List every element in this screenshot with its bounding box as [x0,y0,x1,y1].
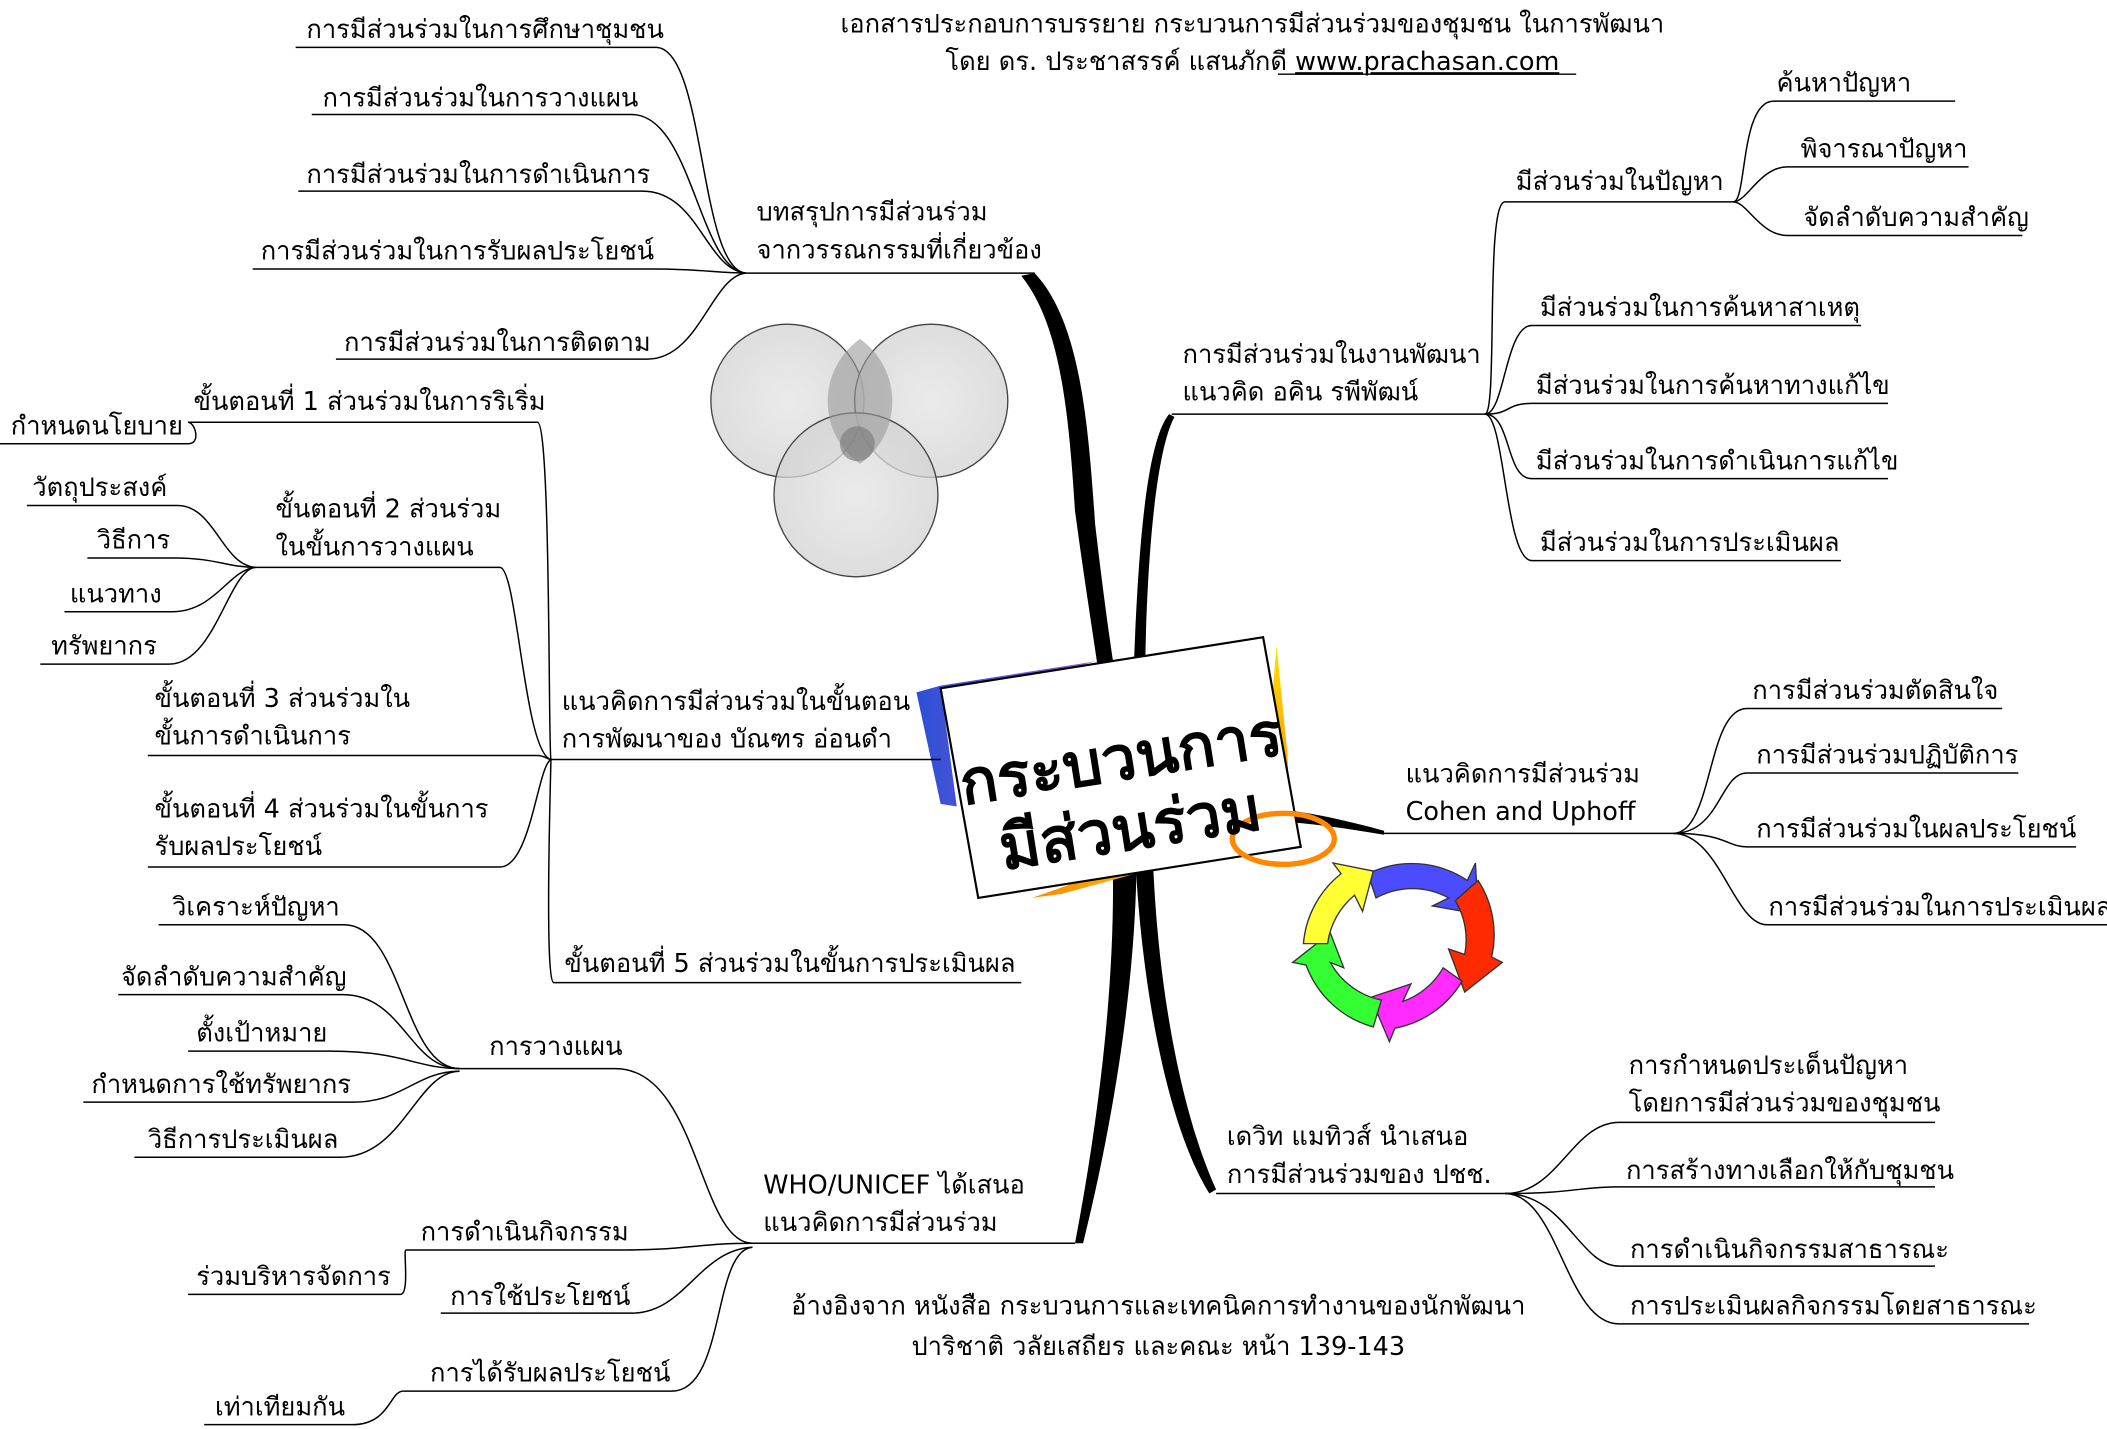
buntoon-step4-line2: รับผลประโยชน์ [155,832,323,862]
trunk-bottom [1075,806,1137,1244]
venn-center-overlap [839,426,875,462]
summary-item: การมีส่วนร่วมในการรับผลประโยชน์ [261,237,655,267]
mathews-title-line2: การมีส่วนร่วมของ ปชช. [1227,1160,1492,1190]
buntoon-step2-sub: แนวทาง [70,579,162,609]
buntoon-step2-sub: ทรัพยากร [51,632,157,662]
buntoon-step4-line1: ขั้นตอนที่ 4 ส่วนร่วมในขั้นการ [155,790,489,824]
who-planning-sub: วิธีการประเมินผล [147,1125,338,1155]
summary-item: การมีส่วนร่วมในการวางแผน [323,83,639,113]
trunk-right-upper [1132,414,1175,706]
summary-title-line1: บทสรุปการมีส่วนร่วม [757,198,988,228]
buntoon-branch: แนวคิดการมีส่วนร่วมในขั้นตอน การพัฒนาของ… [0,383,1022,984]
buntoon-step2-sub: วัตถุประสงค์ [32,473,167,503]
who-operation: การดำเนินกิจกรรม [421,1218,629,1248]
mathews-item: การดำเนินกิจกรรมสาธารณะ [1630,1235,1949,1265]
cohen-branch: แนวคิดการมีส่วนร่วม Cohen and Uphoff การ… [1384,676,2107,926]
buntoon-step2-sub: วิธีการ [96,526,170,556]
summary-item: การมีส่วนร่วมในการศึกษาชุมชน [306,15,664,45]
cycle-arrow-green [1291,931,1383,1028]
mathews-item: การสร้างทางเลือกให้กับชุมชน [1626,1156,1954,1186]
who-planning-sub: ตั้งเป้าหมาย [196,1015,327,1049]
akin-title-line1: การมีส่วนร่วมในงานพัฒนา [1183,340,1481,370]
buntoon-step1-sub: กำหนดนโยบาย [11,411,183,441]
three-circle-venn-icon [710,323,1009,578]
akin-item: มีส่วนร่วมในการค้นหาทางแก้ไข [1536,371,1890,401]
who-planning-sub: กำหนดการใช้ทรัพยากร [91,1070,351,1100]
trunk-right-lower [1135,860,1217,1194]
buntoon-step5: ขั้นตอนที่ 5 ส่วนร่วมในขั้นการประเมินผล [564,945,1015,979]
who-planning-sub: วิเคราะห์ปัญหา [171,892,339,922]
center-node: กระบวนการ มีส่วนร่วม [916,636,1338,900]
cycle-arrow-magenta [1369,966,1463,1044]
who-planning-sub: จัดลำดับความสำคัญ [121,962,347,992]
who-operation-sub: ร่วมบริหารจัดการ [196,1262,391,1292]
cohen-item: การมีส่วนร่วมตัดสินใจ [1752,676,1998,706]
akin-item: มีส่วนร่วมในการดำเนินการแก้ไข [1536,446,1899,476]
buntoon-step1: ขั้นตอนที่ 1 ส่วนร่วมในการริเริ่ม [194,383,546,417]
cohen-title-line1: แนวคิดการมีส่วนร่วม [1406,759,1640,789]
who-branch: WHO/UNICEF ได้เสนอ แนวคิดการมีส่วนร่วม ก… [83,892,1075,1426]
trunk-top [1021,273,1129,753]
who-planning: การวางแผน [489,1032,622,1062]
mathews-item: การประเมินผลกิจกรรมโดยสาธารณะ [1630,1291,2037,1321]
who-benefit-sub: เท่าเทียมกัน [215,1392,345,1422]
mathews-item1-line2: โดยการมีส่วนร่วมของชุมชน [1629,1089,1941,1119]
summary-item: การมีส่วนร่วมในการดำเนินการ [306,160,650,190]
akin-problem-sub: จัดลำดับความสำคัญ [1803,203,2029,233]
buntoon-step2-line1: ขั้นตอนที่ 2 ส่วนร่วม [275,491,501,525]
who-use: การใช้ประโยชน์ [450,1282,631,1312]
center-orange-ring [1229,810,1338,868]
who-title-line1: WHO/UNICEF ได้เสนอ [763,1171,1025,1201]
buntoon-step3-line2: ขั้นการดำเนินการ [155,718,351,752]
cohen-item: การมีส่วนร่วมในผลประโยชน์ [1756,814,2076,844]
buntoon-step2-line2: ในขั้นการวางแผน [275,528,473,562]
buntoon-title-line1: แนวคิดการมีส่วนร่วมในขั้นตอน [562,683,910,717]
center-card[interactable] [939,636,1303,900]
footer-line2: ปาริชาติ วลัยเสถียร และคณะ หน้า 139-143 [911,1332,1405,1362]
cohen-item: การมีส่วนร่วมปฏิบัติการ [1756,741,2018,771]
buntoon-step3-line1: ขั้นตอนที่ 3 ส่วนร่วมใน [155,680,411,714]
cycle-arrows-icon [1291,861,1504,1044]
summary-branch: บทสรุปการมีส่วนร่วม จากวรรณกรรมที่เกี่ยว… [252,15,1042,360]
akin-problem-sub: พิจารณาปัญหา [1801,135,1968,165]
akin-item: มีส่วนร่วมในการค้นหาสาเหตุ [1540,293,1860,323]
cycle-arrow-red [1447,879,1504,994]
akin-problem: มีส่วนร่วมในปัญหา [1516,167,1724,197]
header-line1: เอกสารประกอบการบรรยาย กระบวนการมีส่วนร่ว… [841,10,1665,40]
akin-title-line2: แนวคิด อคิน รพีพัฒน์ [1183,378,1419,408]
akin-branch: การมีส่วนร่วมในงานพัฒนา แนวคิด อคิน รพีพ… [1171,69,2029,562]
buntoon-title-line2: การพัฒนาของ บัณฑร อ่อนดำ [562,724,892,754]
akin-item: มีส่วนร่วมในการประเมินผล [1540,528,1840,558]
cohen-item: การมีส่วนร่วมในการประเมินผล [1768,892,2107,922]
summary-title-line2: จากวรรณกรรมที่เกี่ยวข้อง [757,231,1042,265]
who-title-line2: แนวคิดการมีส่วนร่วม [763,1208,997,1238]
header-url-link[interactable]: www.prachasan.com [1295,47,1559,77]
header-author: โดย ดร. ประชาสรรค์ แสนภักดี [945,47,1295,77]
akin-problem-sub: ค้นหาปัญหา [1776,69,1911,99]
summary-item: การมีส่วนร่วมในการติดตาม [344,328,651,358]
cycle-arrow-yellow [1302,861,1375,945]
cohen-title-line2: Cohen and Uphoff [1406,797,1637,827]
mathews-branch: เดวิท แมทิวส์ นำเสนอ การมีส่วนร่วมของ ปช… [1216,1050,2037,1325]
footer-line1: อ้างอิงจาก หนังสือ กระบวนการและเทคนิคการ… [791,1291,1525,1321]
mathews-item1-line1: การกำหนดประเด็นปัญหา [1629,1050,1909,1081]
who-benefit: การได้รับผลประโยชน์ [430,1359,671,1389]
mathews-title-line1: เดวิท แมทิวส์ นำเสนอ [1227,1122,1468,1152]
header-line2: โดย ดร. ประชาสรรค์ แสนภักดี www.prachasa… [945,47,1559,77]
